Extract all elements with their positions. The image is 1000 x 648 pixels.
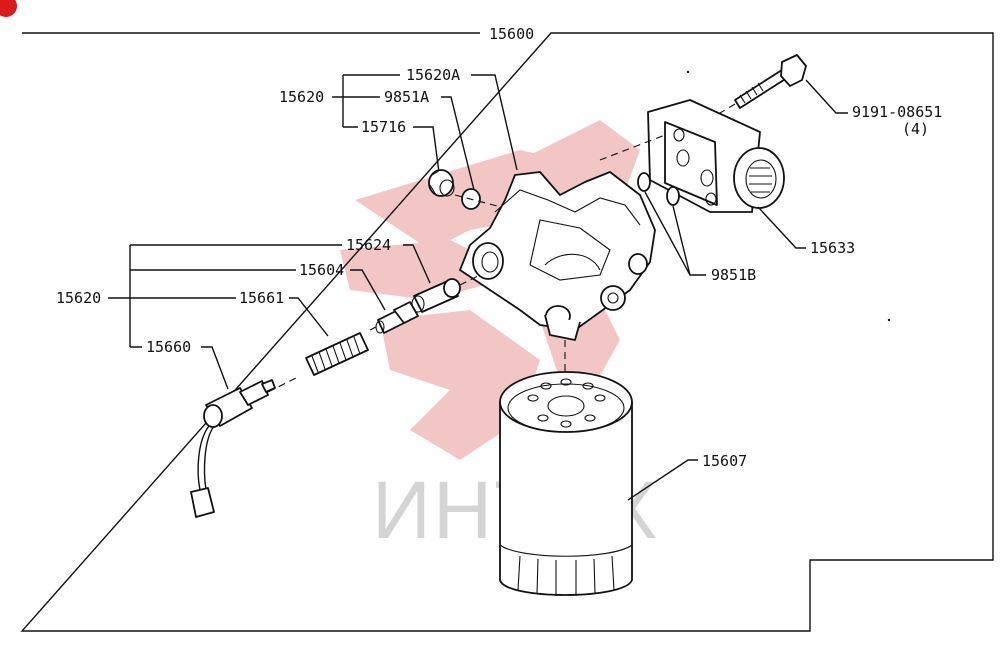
label-15624: 15624 — [346, 236, 391, 254]
label-15660: 15660 — [146, 338, 191, 356]
label-15633: 15633 — [810, 239, 855, 257]
leader-lines-upper — [332, 74, 518, 191]
spring-15661-part — [305, 332, 369, 376]
label-15661: 15661 — [239, 289, 284, 307]
valve-15624-part — [411, 278, 461, 313]
corner-badge-icon — [0, 0, 17, 17]
bolt-part — [699, 54, 807, 126]
oil-filter-part — [499, 371, 633, 596]
stray-dot-1 — [686, 70, 690, 74]
adapter-block-part — [647, 99, 785, 213]
assembly-frame — [20, 32, 994, 632]
plug-15716-part — [428, 169, 455, 197]
label-15604: 15604 — [299, 261, 344, 279]
leader-bolt — [805, 79, 848, 114]
label-15607: 15607 — [702, 452, 747, 470]
label-15620-upper: 15620 — [279, 88, 324, 106]
leader-9851B — [644, 191, 706, 276]
label-15620A: 15620A — [406, 66, 460, 84]
o-ring-9851B-part — [599, 134, 680, 206]
label-9191-08651: 9191-08651 — [852, 103, 942, 121]
pressure-switch-part — [190, 379, 276, 518]
label-15716: 15716 — [361, 118, 406, 136]
label-15620-left: 15620 — [56, 289, 101, 307]
leader-15633 — [757, 206, 806, 249]
leader-lines-lower — [108, 244, 431, 390]
leader-15607 — [627, 459, 698, 501]
label-bolt-quantity: (4) — [902, 120, 929, 138]
label-9851B: 9851B — [711, 266, 756, 284]
label-9851A: 9851A — [384, 88, 429, 106]
plunger-15604-part — [375, 301, 419, 334]
stray-dot-2 — [887, 318, 891, 322]
assembly-number-label: 15600 — [489, 25, 534, 43]
filter-bracket-part — [459, 171, 656, 341]
